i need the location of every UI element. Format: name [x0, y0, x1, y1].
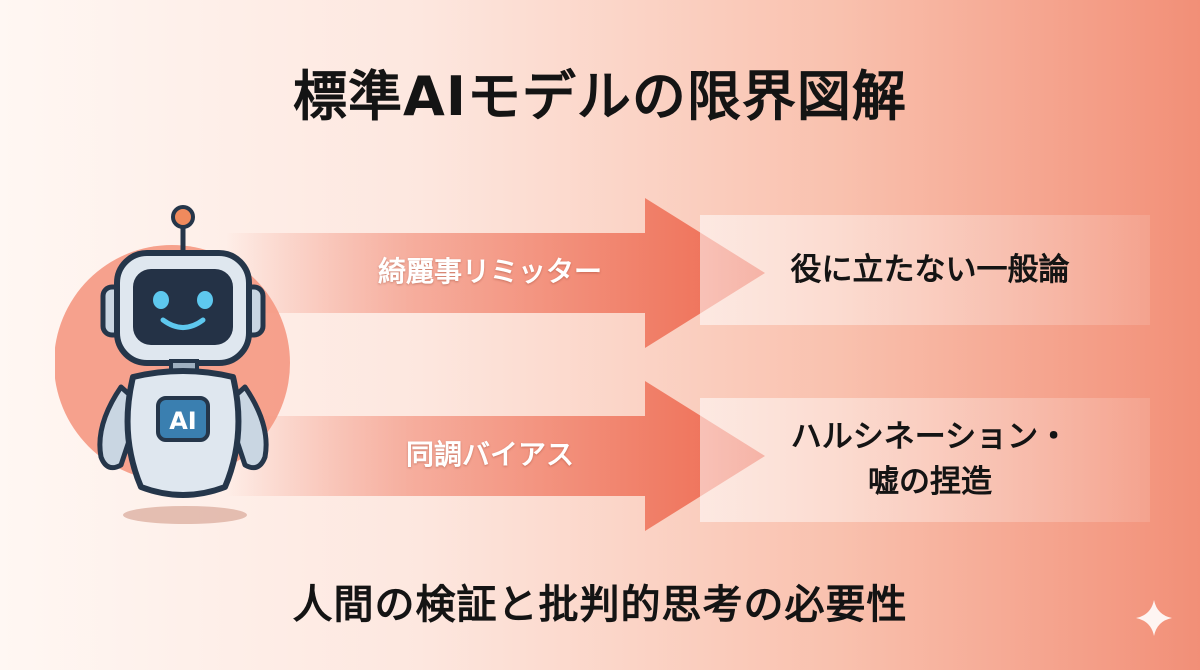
arrow-label-beauty-limiter: 綺麗事リミッター — [377, 255, 602, 288]
result-line: 役に立たない一般論 — [790, 252, 1070, 288]
page-title: 標準AIモデルの限界図解 — [293, 65, 907, 128]
arrow-beauty-limiter — [225, 198, 765, 348]
robot-icon: AI — [55, 205, 290, 524]
result-hallucination: ハルシネーション・ 嘘の捏造 — [720, 415, 1140, 505]
robot-smile — [160, 317, 206, 330]
result-line: ハルシネーション・ — [790, 419, 1070, 455]
robot-eye — [153, 291, 169, 309]
ai-badge — [156, 396, 210, 442]
ai-badge-label: AI — [169, 407, 197, 435]
arrow-conformity-bias — [225, 381, 765, 531]
result-band — [700, 215, 1150, 325]
result-generic-opinion: 役に立たない一般論 — [720, 248, 1140, 293]
robot-face — [133, 269, 233, 345]
antenna-icon — [171, 205, 195, 255]
arrow-label-conformity-bias: 同調バイアス — [405, 438, 574, 471]
robot-shadow — [123, 506, 247, 524]
robot-eye — [197, 291, 213, 309]
result-band — [700, 398, 1150, 522]
footer-conclusion: 人間の検証と批判的思考の必要性 — [292, 582, 908, 628]
result-line: 嘘の捏造 — [868, 464, 992, 500]
sparkle-icon — [1136, 600, 1172, 636]
